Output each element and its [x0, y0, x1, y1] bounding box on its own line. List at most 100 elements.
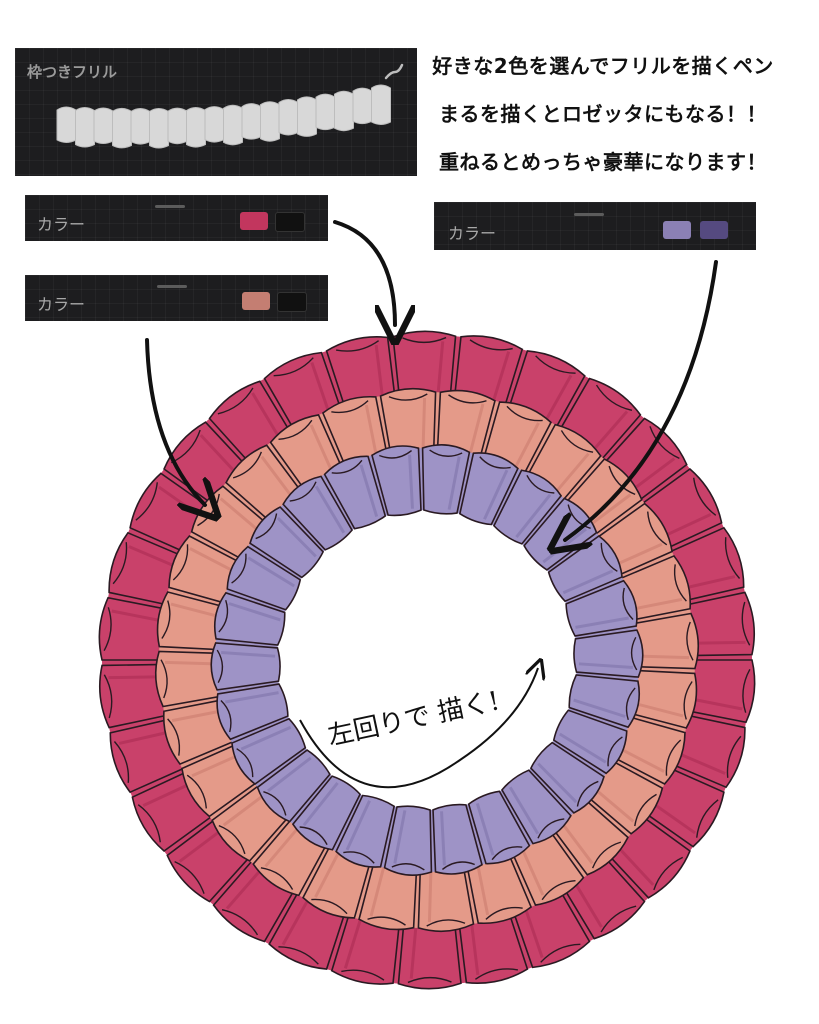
- ruffle-shade: [515, 493, 552, 539]
- panel-handle[interactable]: [155, 205, 185, 208]
- ruffle-curl: [160, 659, 168, 699]
- color-label: カラー: [37, 295, 86, 314]
- ruffle-curl: [683, 681, 693, 720]
- ruffle-curl: [441, 861, 475, 870]
- brush-frill-segment: [260, 101, 280, 142]
- caption-line-1: 好きな2色を選んでフリルを描くペン: [432, 54, 774, 78]
- ruffle-shade: [240, 725, 292, 751]
- ruffle-shade: [359, 464, 379, 518]
- ruffle-shade: [551, 452, 590, 497]
- ruffle-segment: [492, 469, 563, 545]
- ruffle-segment: [529, 741, 605, 814]
- ruffle-segment: [323, 455, 387, 530]
- ruffle-segment: [216, 683, 289, 741]
- ruffle-shade: [447, 456, 461, 510]
- ruffle-segment: [565, 579, 638, 637]
- brush-name: 枠つきフリル: [27, 63, 118, 81]
- ruffle-shade: [578, 662, 633, 669]
- inner-ruffle-ring: [210, 444, 644, 876]
- ruffle-shade: [483, 469, 509, 520]
- ruffle-shade: [558, 818, 594, 865]
- ruffle-segment: [256, 749, 331, 823]
- brush-frill-segment: [334, 90, 354, 132]
- sub-color-swatch[interactable]: [700, 221, 728, 239]
- ruffle-shade: [364, 404, 379, 460]
- ruffle-curl: [388, 393, 428, 401]
- ruffle-curl: [218, 824, 246, 855]
- brush-preview-panel[interactable]: 枠つきフリル: [15, 48, 417, 176]
- ruffle-curl: [367, 916, 406, 926]
- ruffle-curl: [220, 700, 232, 733]
- ruffle-curl: [479, 456, 511, 469]
- caption-line-2: まるを描くとロゼッタにもなる！！: [439, 102, 767, 126]
- ruffle-curl: [634, 793, 657, 827]
- ruffle-shade: [225, 691, 279, 704]
- ruffle-curl: [299, 826, 328, 846]
- ruffle-curl: [135, 482, 158, 521]
- ruffle-curl: [278, 419, 313, 440]
- color-panel-2[interactable]: カラー: [25, 275, 328, 321]
- ruffle-curl: [692, 477, 717, 516]
- ruffle-curl: [696, 799, 719, 838]
- ruffle-shade: [260, 455, 296, 502]
- handwritten-note-group: 左回りで 描く!: [299, 668, 538, 789]
- ruffle-curl: [625, 687, 636, 721]
- ruffle-curl: [186, 774, 207, 809]
- ruffle-segment: [335, 794, 396, 868]
- caption-line-3: 重ねるとめっちゃ豪華になります！: [439, 150, 767, 174]
- ruffle-curl: [526, 474, 555, 494]
- ruffle-shade: [314, 847, 343, 898]
- ruffle-curl: [608, 465, 636, 496]
- frill-brush-preview-stroke: [56, 84, 391, 149]
- ruffle-curl: [289, 481, 317, 502]
- brush-frill-segment: [112, 107, 132, 149]
- ruffle-curl: [448, 394, 487, 404]
- ruffle-curl: [600, 542, 618, 572]
- ruffle-curl: [221, 908, 259, 936]
- main-color-swatch[interactable]: [242, 292, 270, 310]
- ruffle-shade: [408, 454, 414, 509]
- ruffle-curl: [137, 804, 162, 843]
- ruffle-segment: [467, 790, 531, 865]
- ruffle-curl: [112, 542, 128, 585]
- color-label: カラー: [448, 224, 497, 243]
- ruffle-curl: [426, 919, 466, 927]
- ruffle-segment: [210, 642, 281, 691]
- ruffle-segment: [573, 629, 644, 678]
- main-color-swatch[interactable]: [663, 221, 691, 239]
- ruffle-shade: [276, 516, 317, 558]
- ruffle-curl: [331, 400, 369, 414]
- ruffle-shade: [421, 397, 427, 454]
- ruffle-shade: [302, 781, 339, 827]
- ruffle-curl: [429, 449, 463, 457]
- ruffle-curl: [273, 357, 314, 377]
- ruffle-curl: [260, 867, 294, 890]
- ruffle-curl: [491, 846, 523, 861]
- color-panel-1[interactable]: カラー: [25, 195, 328, 241]
- ruffle-shade: [221, 651, 276, 658]
- ruffle-curl: [407, 976, 452, 984]
- ruffle-shade: [562, 569, 614, 595]
- panel-handle[interactable]: [157, 285, 187, 288]
- main-color-swatch[interactable]: [240, 212, 268, 230]
- ruffle-curl: [255, 513, 278, 540]
- brush-frill-segment: [223, 104, 243, 146]
- color-panel-3[interactable]: カラー: [434, 202, 756, 250]
- ruffle-shade: [222, 791, 269, 827]
- panel-handle[interactable]: [574, 213, 604, 216]
- ruffle-curl: [379, 450, 413, 459]
- ruffle-curl: [742, 668, 751, 713]
- ruffle-segment: [249, 506, 325, 579]
- sub-color-swatch[interactable]: [275, 212, 305, 232]
- ruffle-shade: [345, 800, 371, 851]
- ruffle-segment: [231, 717, 307, 786]
- ruffle-curl: [595, 384, 633, 412]
- sub-color-swatch[interactable]: [277, 292, 307, 312]
- ruffle-shade: [247, 556, 296, 588]
- ruffle-curl: [161, 600, 171, 639]
- ruffle-curl: [391, 863, 425, 871]
- ruffle-curl: [236, 748, 254, 778]
- ruffle-shade: [467, 403, 485, 458]
- ruffle-shade: [585, 493, 632, 529]
- color-label: カラー: [37, 215, 86, 234]
